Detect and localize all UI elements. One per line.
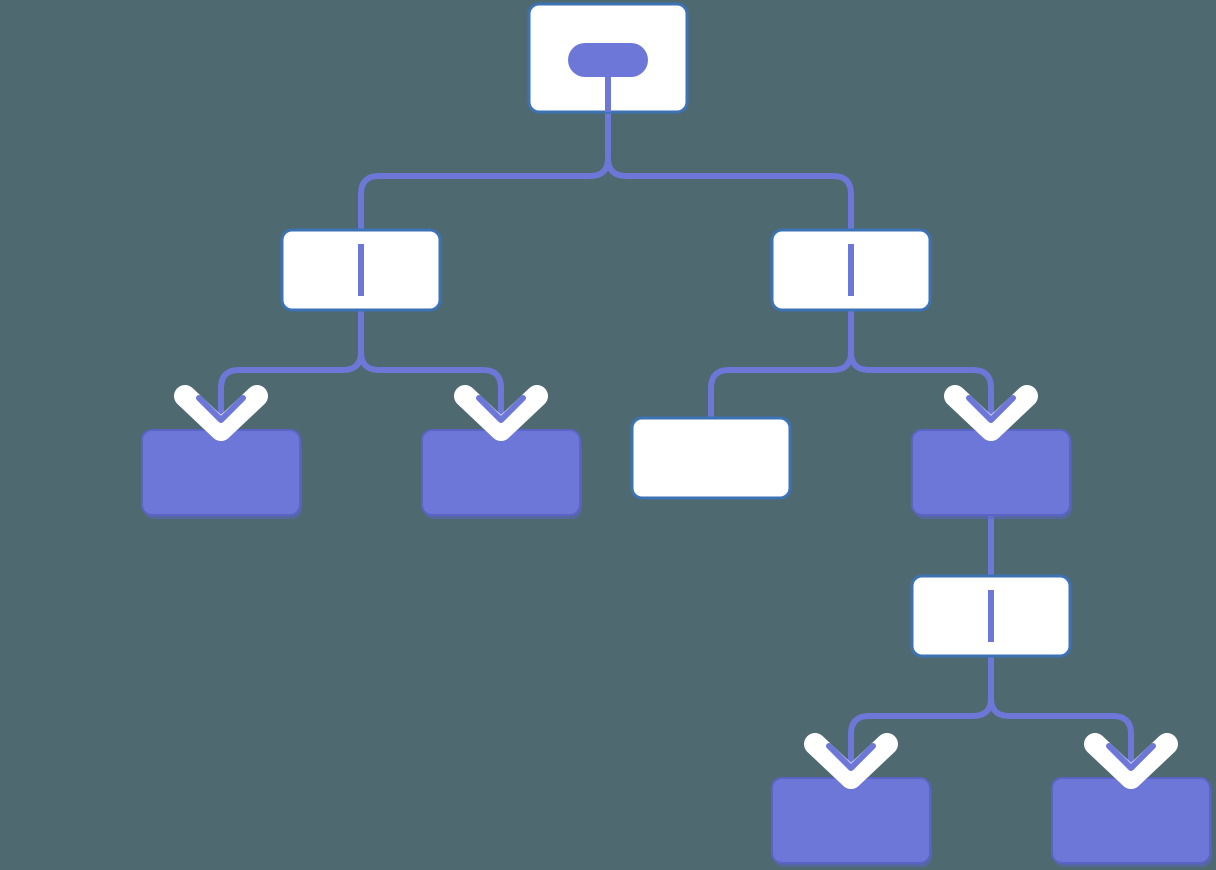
arrow-tip-icon bbox=[476, 395, 526, 423]
arrow-tip-icon bbox=[966, 395, 1016, 423]
level3-empty-white-node[interactable] bbox=[630, 416, 792, 500]
node-bar-badge bbox=[988, 590, 994, 642]
edge-level2-right-to-branch-arrowhead bbox=[944, 385, 1038, 441]
level3-leaf-b[interactable] bbox=[421, 429, 582, 519]
edge-level4-to-leaf-b-arrowhead bbox=[1084, 733, 1178, 789]
chevron-down-icon bbox=[454, 385, 548, 441]
chevron-down-icon bbox=[944, 385, 1038, 441]
arrow-tip-icon bbox=[196, 395, 246, 423]
edge-level2-left-to-leaf-a-arrowhead bbox=[174, 385, 268, 441]
edges-layer bbox=[218, 112, 1134, 780]
node-body bbox=[911, 429, 1071, 516]
node-body bbox=[1051, 777, 1211, 864]
node-body bbox=[421, 429, 581, 516]
edge-root-to-level2-left bbox=[358, 112, 611, 230]
node-pill-stem bbox=[605, 77, 611, 112]
level3-branch-node[interactable] bbox=[911, 429, 1072, 519]
edge-level2-right-to-empty bbox=[708, 310, 854, 418]
level4-white-node[interactable] bbox=[910, 574, 1072, 658]
arrow-tip-icon bbox=[1106, 743, 1156, 771]
level2-right-node[interactable] bbox=[770, 228, 932, 312]
chevron-down-icon bbox=[174, 385, 268, 441]
arrowheads-layer bbox=[174, 385, 1178, 789]
edge-level2-right-to-branch bbox=[848, 310, 994, 432]
root-node[interactable] bbox=[527, 2, 689, 114]
node-body bbox=[771, 777, 931, 864]
level5-leaf-b[interactable] bbox=[1051, 777, 1212, 867]
node-pill-badge bbox=[568, 43, 648, 77]
edge-root-to-level2-right bbox=[605, 112, 854, 230]
node-body bbox=[141, 429, 301, 516]
level3-leaf-a[interactable] bbox=[141, 429, 302, 519]
arrow-tip-icon bbox=[826, 743, 876, 771]
nodes-layer bbox=[141, 2, 1212, 867]
node-body bbox=[630, 416, 792, 500]
edge-level4-to-leaf-a-arrowhead bbox=[804, 733, 898, 789]
edge-level4-to-leaf-b bbox=[988, 656, 1134, 780]
node-bar-badge bbox=[358, 244, 364, 296]
edge-level2-left-to-leaf-b-arrowhead bbox=[454, 385, 548, 441]
chevron-down-icon bbox=[804, 733, 898, 789]
edge-level2-left-to-leaf-b bbox=[358, 310, 504, 432]
level2-left-node[interactable] bbox=[280, 228, 442, 312]
level5-leaf-a[interactable] bbox=[771, 777, 932, 867]
chevron-down-icon bbox=[1084, 733, 1178, 789]
node-bar-badge bbox=[848, 244, 854, 296]
